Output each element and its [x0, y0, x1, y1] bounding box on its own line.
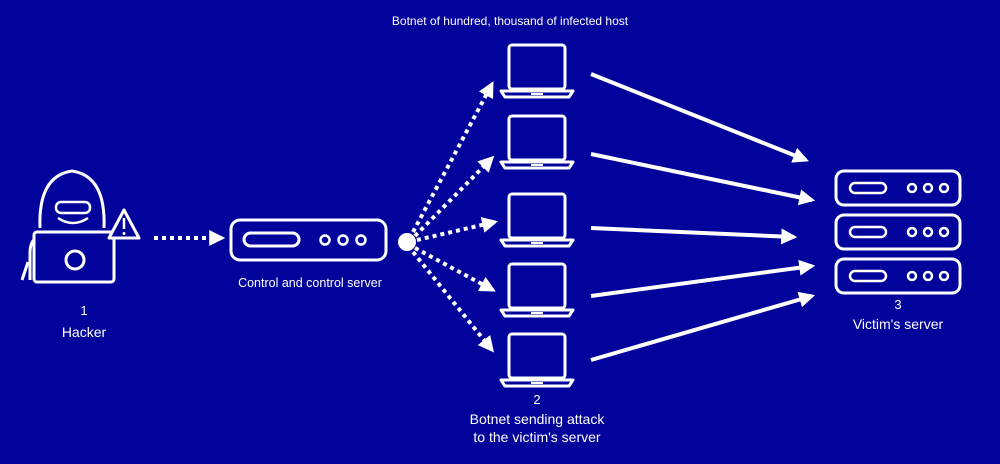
hacker-icon [20, 169, 116, 284]
bot-laptop-icon [499, 262, 575, 318]
diagram-title: Botnet of hundred, thousand of infected … [391, 14, 629, 28]
bot-laptop-icon [499, 192, 575, 248]
botnet-number: 2 [533, 392, 541, 407]
bot-laptop-icon [499, 114, 575, 170]
victim-server-icon [834, 169, 962, 295]
victim-label: Victim's server [852, 316, 944, 332]
bot-laptop-icon [499, 43, 575, 99]
victim-number: 3 [894, 297, 902, 312]
hub-to-bots-arrows [411, 81, 499, 353]
cc-server-icon [229, 218, 388, 262]
botnet-hub-node [398, 233, 416, 251]
cc-server-label: Control and control server [238, 276, 382, 290]
botnet-label-line1: Botnet sending attack [469, 411, 605, 427]
bot-laptop-icon [499, 332, 575, 388]
botnet-label-line2: to the victim's server [473, 429, 601, 445]
bots-to-victim-arrows [590, 72, 816, 362]
warning-icon [107, 208, 141, 240]
hacker-number: 1 [80, 303, 88, 318]
hacker-label: Hacker [61, 324, 107, 340]
